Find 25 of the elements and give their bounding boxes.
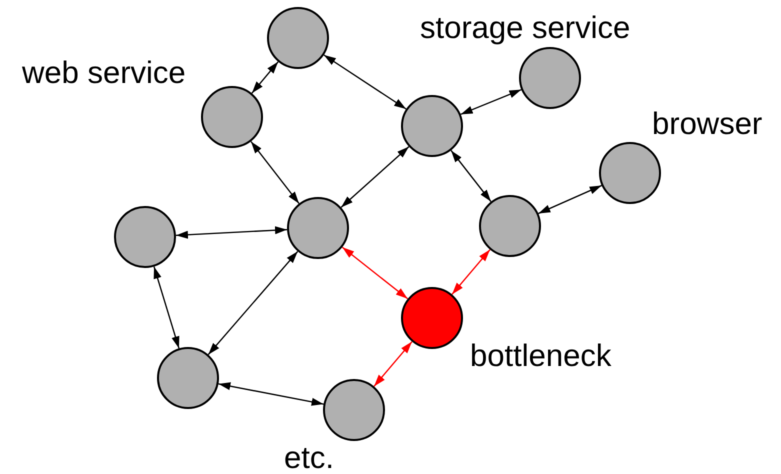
network-node-circle — [401, 95, 463, 157]
network-node-circle — [287, 197, 349, 259]
double-arrow — [153, 266, 180, 349]
node-label: browser — [652, 108, 762, 139]
double-arrow — [340, 146, 410, 208]
double-arrow — [342, 246, 408, 300]
node-label: storage service — [420, 12, 630, 43]
double-arrow — [538, 184, 602, 214]
double-arrow — [450, 150, 492, 202]
double-arrow — [208, 251, 298, 355]
double-arrow — [250, 141, 300, 204]
double-arrow — [251, 61, 279, 94]
double-arrow — [218, 382, 324, 406]
double-arrow — [374, 341, 412, 387]
network-node-circle — [267, 7, 329, 69]
double-arrow — [176, 226, 288, 239]
node-label: web service — [22, 57, 186, 88]
network-node-circle — [201, 86, 263, 148]
double-arrow — [452, 249, 490, 295]
network-node-circle — [479, 195, 541, 257]
double-arrow — [460, 89, 522, 115]
network-node-circle — [401, 287, 463, 349]
node-label: bottleneck — [470, 340, 612, 371]
node-label: etc. — [284, 442, 334, 473]
double-arrow — [324, 54, 406, 110]
